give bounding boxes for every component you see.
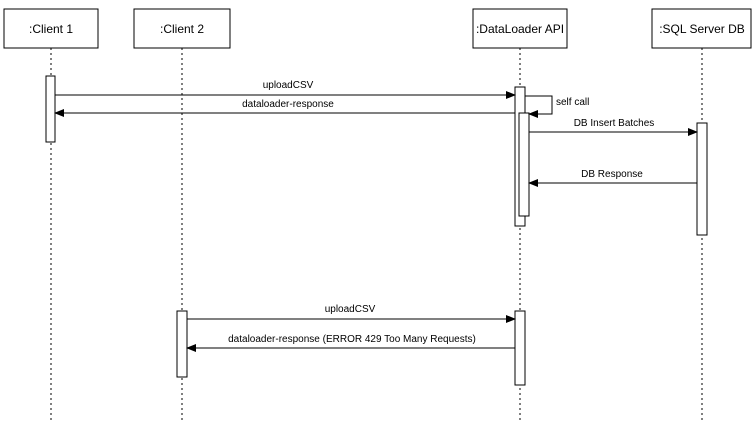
message-upload-csv-2: uploadCSV: [187, 304, 516, 323]
message-label: self call: [556, 97, 589, 108]
participant-api: :DataLoader API: [472, 8, 568, 49]
message-dataloader-response-1: dataloader-response: [54, 99, 515, 117]
activation-client1: [45, 75, 56, 143]
participant-label: :Client 2: [160, 22, 204, 36]
message-label: dataloader-response (ERROR 429 Too Many …: [228, 334, 476, 345]
participant-client2: :Client 2: [133, 8, 231, 49]
message-label: DB Response: [581, 169, 643, 180]
message-dataloader-response-error: dataloader-response (ERROR 429 Too Many …: [186, 334, 515, 352]
participant-label: :Client 1: [29, 22, 73, 36]
message-self-call: self call: [525, 95, 589, 118]
message-label: uploadCSV: [325, 304, 376, 315]
message-label: uploadCSV: [263, 80, 314, 91]
activation-api-nested: [518, 112, 530, 217]
activation-client2: [176, 310, 188, 378]
message-label: dataloader-response: [242, 99, 334, 110]
activation-api-2: [514, 310, 526, 386]
message-db-response: DB Response: [528, 169, 697, 187]
participant-db: :SQL Server DB: [651, 8, 752, 49]
activation-db: [696, 122, 708, 236]
participant-label: :SQL Server DB: [659, 22, 745, 36]
message-label: DB Insert Batches: [574, 118, 655, 129]
message-upload-csv-1: uploadCSV: [55, 80, 516, 99]
participant-label: :DataLoader API: [476, 22, 564, 36]
message-db-insert-batches: DB Insert Batches: [529, 118, 698, 136]
participant-client1: :Client 1: [3, 8, 99, 49]
